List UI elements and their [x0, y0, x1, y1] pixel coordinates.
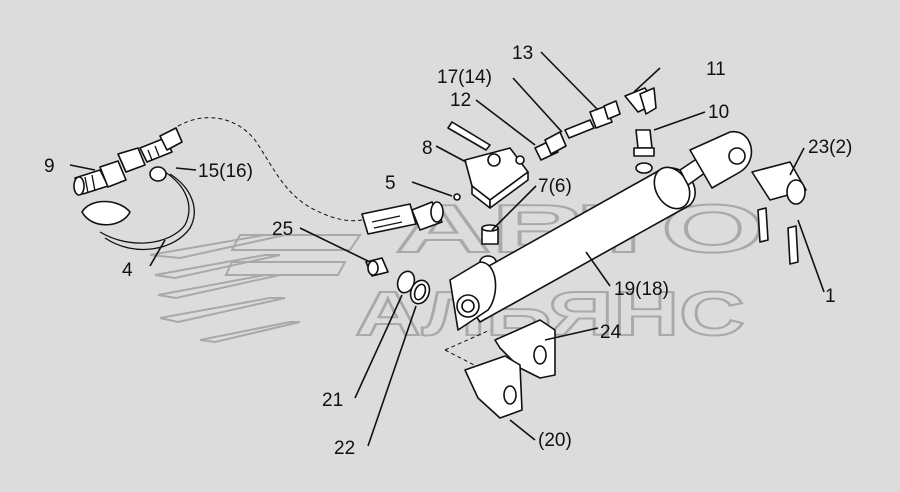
callout-4: 4 — [122, 260, 133, 281]
washer-part — [409, 279, 431, 305]
callout-15: 15(16) — [198, 161, 253, 182]
callout-24: 24 — [600, 322, 622, 343]
callout-labels: 9 15(16) 4 5 8 12 17(14) 13 11 10 7(6) 1… — [44, 43, 852, 459]
callout-12: 12 — [450, 90, 471, 111]
callout-11: 11 — [706, 59, 726, 80]
callout-21: 21 — [322, 390, 343, 411]
watermark-emblem — [149, 234, 362, 344]
quick-coupler-part — [73, 147, 146, 196]
ball-valve-part — [447, 121, 529, 209]
callout-19: 19(18) — [614, 279, 669, 300]
bracket-alt-part — [464, 355, 523, 419]
callout-1: 1 — [825, 286, 836, 307]
callout-10: 10 — [708, 102, 729, 123]
callout-9: 9 — [44, 156, 55, 177]
connection-line — [444, 329, 491, 369]
callout-25: 25 — [272, 219, 293, 240]
callout-23: 23(2) — [808, 137, 852, 158]
callout-7: 7(6) — [538, 176, 572, 197]
hose-line — [171, 117, 363, 222]
fitting-stack-part — [534, 87, 657, 161]
callout-13: 13 — [512, 43, 533, 64]
leader-lines — [69, 51, 825, 447]
callout-22: 22 — [334, 438, 355, 459]
seal-ring-part — [453, 193, 461, 201]
hydraulic-cylinder-part — [449, 131, 753, 331]
small-fitting-part — [365, 257, 389, 277]
hose-fitting-part — [361, 201, 444, 235]
callout-8: 8 — [422, 138, 433, 159]
dust-cap-part — [81, 166, 195, 251]
elbow-fitting-part — [633, 129, 655, 174]
callout-5: 5 — [385, 173, 396, 194]
callout-20: (20) — [538, 430, 572, 451]
adapter-part — [139, 127, 183, 163]
bracket-part — [494, 319, 556, 379]
callout-17: 17(14) — [437, 67, 492, 88]
